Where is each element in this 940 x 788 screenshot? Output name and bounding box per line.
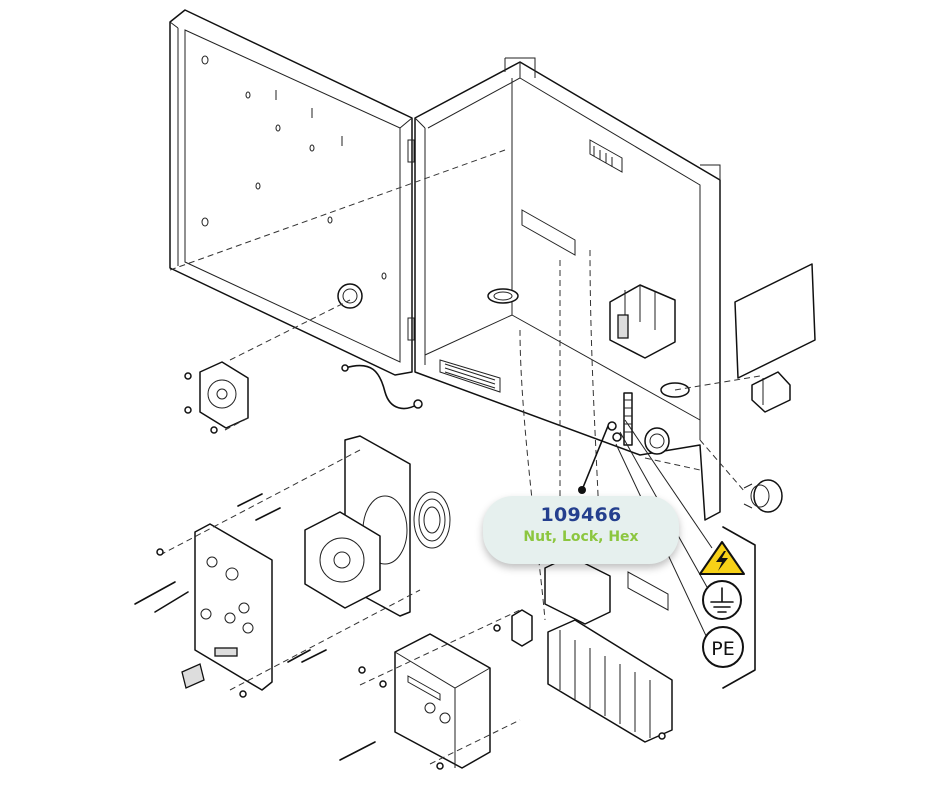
enclosure-box [414,57,721,521]
callout-leader [578,425,609,494]
screws [156,372,666,770]
disconnect-switch [609,284,676,359]
operating-handle [751,371,791,413]
cable-connectors [134,581,205,689]
part-callout: 109466 Nut, Lock, Hex [483,496,679,564]
small-fan [199,361,249,429]
din-rail-terminals [547,619,673,743]
symbol-bracket [722,526,756,689]
pe-label: PE [711,638,734,660]
protective-earth-icon: PE [702,626,744,668]
drive-module [394,633,491,769]
drive-cable [339,741,376,761]
label-plate [734,263,816,379]
high-voltage-warning-icon [699,541,745,575]
part-description: Nut, Lock, Hex [523,529,639,545]
fan-guard [413,491,451,549]
relay [544,555,611,625]
small-relay [511,609,533,647]
ground-terminal-strip [607,392,633,446]
ground-icon [702,580,742,620]
control-board [194,523,273,691]
ground-wire [341,364,423,410]
enclosure-door [169,9,415,376]
standoffs [237,493,327,663]
large-fan [304,511,381,609]
part-number: 109466 [540,504,622,526]
din-rail [627,571,669,611]
cable-gland [743,479,783,513]
